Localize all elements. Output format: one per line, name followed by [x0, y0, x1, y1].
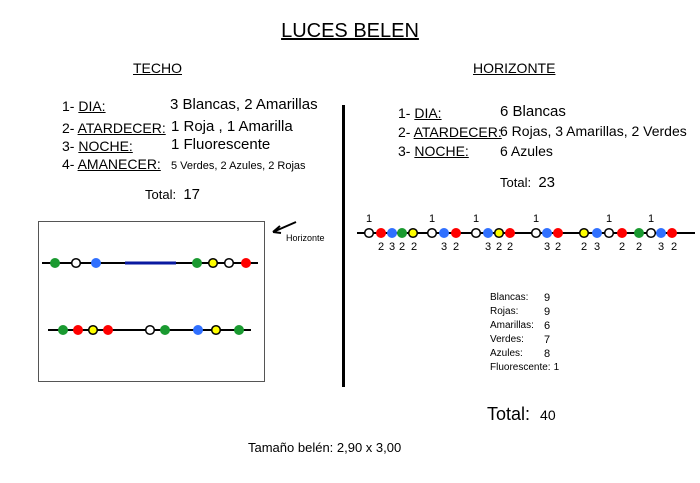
light-white: [223, 257, 235, 269]
strip-bottom-label: 2: [671, 241, 677, 253]
light-yellow: [578, 227, 590, 239]
strip-bottom-label: 2: [496, 241, 502, 253]
light-blue: [592, 228, 602, 238]
arrow-icon: [272, 221, 297, 234]
light-white: [70, 257, 82, 269]
light-white: [603, 227, 615, 239]
light-green: [634, 228, 644, 238]
light-green: [50, 258, 60, 268]
strip-bottom-label: 3: [658, 241, 664, 253]
light-white: [426, 227, 438, 239]
light-blue: [91, 258, 101, 268]
strip-top-label: 1: [473, 213, 479, 225]
light-red: [103, 325, 113, 335]
summary-item: Blancas:9: [490, 292, 551, 304]
strip-bottom-label: 3: [389, 241, 395, 253]
techo-item-value: 5 Verdes, 2 Azules, 2 Rojas: [171, 160, 306, 172]
strip-bottom-label: 3: [485, 241, 491, 253]
techo-item-value: 1 Roja , 1 Amarilla: [171, 118, 293, 135]
horizonte-item: 2- ATARDECER:: [398, 124, 502, 140]
light-blue: [193, 325, 203, 335]
light-white: [530, 227, 542, 239]
strip-bottom-label: 3: [544, 241, 550, 253]
light-yellow: [87, 324, 99, 336]
light-yellow: [210, 324, 222, 336]
strip-top-label: 1: [429, 213, 435, 225]
light-blue: [656, 228, 666, 238]
light-white: [645, 227, 657, 239]
light-green: [397, 228, 407, 238]
strip-bottom-label: 2: [581, 241, 587, 253]
horizonte-item-value: 6 Azules: [500, 143, 553, 159]
light-blue: [387, 228, 397, 238]
light-yellow: [493, 227, 505, 239]
techo-item: 4- AMANECER:: [62, 156, 161, 172]
techo-item-value: 1 Fluorescente: [171, 136, 271, 153]
light-red: [505, 228, 515, 238]
strip-bottom-label: 2: [636, 241, 642, 253]
strip-top-label: 1: [606, 213, 612, 225]
page-title: LUCES BELEN: [281, 20, 419, 42]
light-blue: [439, 228, 449, 238]
strip-bottom-label: 2: [453, 241, 459, 253]
strip-bottom-label: 2: [378, 241, 384, 253]
techo-item-value: 3 Blancas, 2 Amarillas: [170, 96, 318, 113]
strip-bottom-label: 3: [594, 241, 600, 253]
grand-total: Total: 40: [487, 404, 556, 424]
techo-item: 3- NOCHE:: [62, 138, 133, 154]
strip-bottom-label: 2: [619, 241, 625, 253]
horizonte-heading: HORIZONTE: [473, 60, 556, 76]
techo-item: 2- ATARDECER:: [62, 120, 166, 136]
light-red: [617, 228, 627, 238]
light-green: [58, 325, 68, 335]
techo-diagram-box: [38, 221, 265, 382]
summary-item: Azules:8: [490, 348, 551, 360]
light-red: [451, 228, 461, 238]
techo-heading: TECHO: [133, 60, 182, 76]
light-yellow: [407, 227, 419, 239]
light-red: [376, 228, 386, 238]
techo-total: Total: 17: [145, 186, 200, 203]
light-yellow: [207, 257, 219, 269]
light-red: [553, 228, 563, 238]
size-text: Tamaño belén: 2,90 x 3,00: [248, 440, 402, 455]
strip-bottom-label: 2: [411, 241, 417, 253]
horizonte-item-value: 6 Rojas, 3 Amarillas, 2 Verdes: [500, 123, 687, 139]
light-green: [192, 258, 202, 268]
light-blue: [483, 228, 493, 238]
strip-bottom-label: 2: [507, 241, 513, 253]
light-blue: [542, 228, 552, 238]
light-green: [160, 325, 170, 335]
strip-top-label: 1: [648, 213, 654, 225]
techo-item: 1- DIA:: [62, 98, 106, 114]
summary-item: Rojas:9: [490, 306, 551, 318]
summary-item: Fluorescente:1: [490, 362, 560, 373]
divider: [342, 105, 345, 387]
horizonte-label: Horizonte: [286, 233, 325, 243]
strip-bottom-label: 2: [399, 241, 405, 253]
horizonte-item: 1- DIA:: [398, 105, 442, 121]
light-white: [363, 227, 375, 239]
summary-item: Amarillas:6: [490, 320, 551, 332]
horizonte-item-value: 6 Blancas: [500, 103, 566, 120]
strip-bottom-label: 3: [441, 241, 447, 253]
strip-bottom-label: 2: [555, 241, 561, 253]
light-white: [470, 227, 482, 239]
summary-item: Verdes:7: [490, 334, 551, 346]
light-red: [73, 325, 83, 335]
light-red: [667, 228, 677, 238]
horizonte-item: 3- NOCHE:: [398, 143, 469, 159]
light-red: [241, 258, 251, 268]
strip-top-label: 1: [366, 213, 372, 225]
light-white: [144, 324, 156, 336]
horizonte-total: Total: 23: [500, 174, 555, 191]
strip-top-label: 1: [533, 213, 539, 225]
light-green: [234, 325, 244, 335]
